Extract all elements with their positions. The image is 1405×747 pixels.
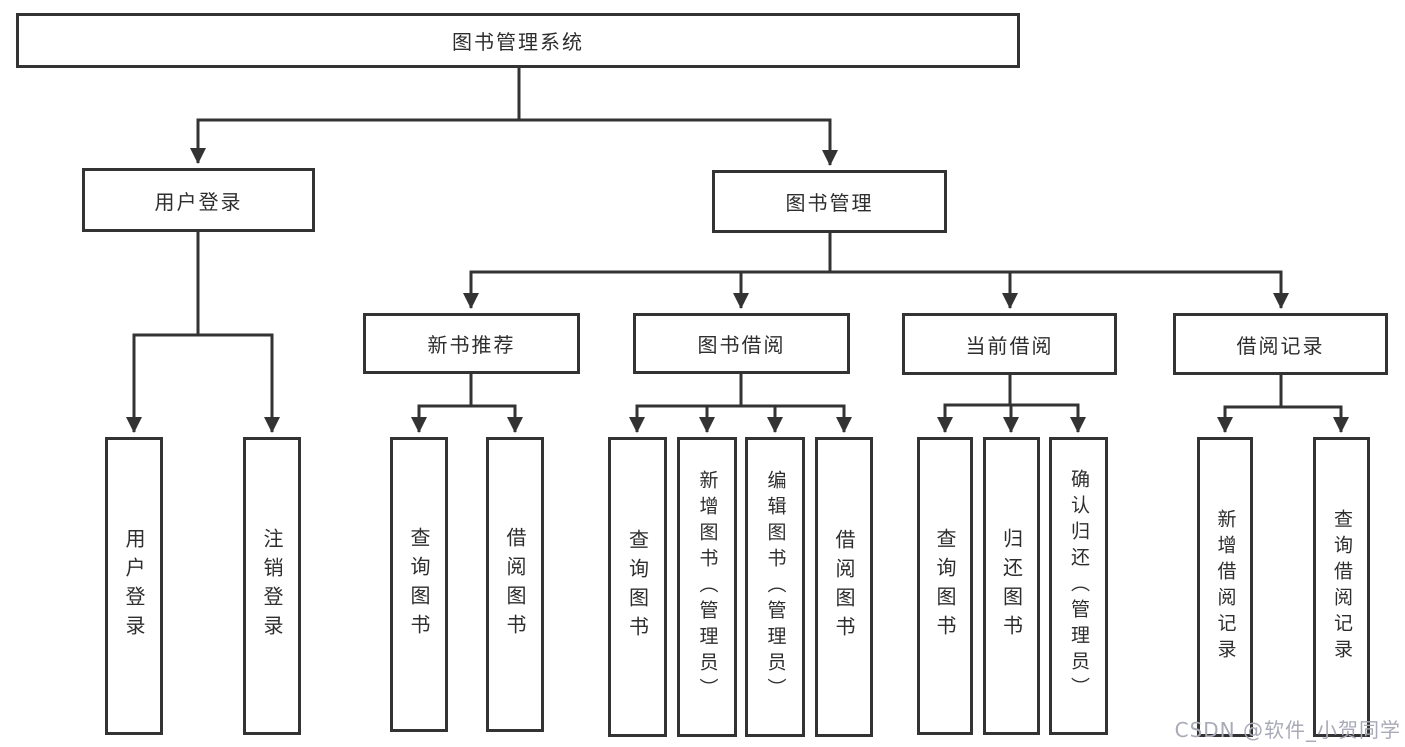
node-current-borrow: 当前借阅 xyxy=(902,313,1117,375)
leaf-bb-borrow-books-label: 借阅图书 xyxy=(832,529,856,645)
leaf-bb-add-books-admin: 新增图书（管理员） xyxy=(677,437,737,737)
leaf-br-query-record: 查询借阅记录 xyxy=(1313,437,1370,737)
leaf-br-query-record-label: 查询借阅记录 xyxy=(1331,509,1353,665)
leaf-bb-edit-books-admin: 编辑图书（管理员） xyxy=(745,437,805,737)
leaf-logout: 注销登录 xyxy=(243,437,301,735)
leaf-nb-query-books-label: 查询图书 xyxy=(407,526,431,643)
leaf-nb-borrow-books: 借阅图书 xyxy=(486,437,544,732)
leaf-nb-borrow-books-label: 借阅图书 xyxy=(503,526,527,643)
leaf-user-login-label: 用户登录 xyxy=(122,528,146,644)
node-book-borrow-label: 图书借阅 xyxy=(697,333,786,357)
node-root-label: 图书管理系统 xyxy=(452,30,584,54)
leaf-bb-add-books-admin-label: 新增图书（管理员） xyxy=(696,470,719,704)
leaf-cb-confirm-return-admin-label: 确认归还（管理员） xyxy=(1068,469,1090,703)
node-root: 图书管理系统 xyxy=(16,13,1020,68)
leaf-cb-return-books: 归还图书 xyxy=(983,437,1040,735)
leaf-br-add-record-label: 新增借阅记录 xyxy=(1214,509,1237,665)
node-book-management-label: 图书管理 xyxy=(785,191,874,215)
leaf-cb-confirm-return-admin: 确认归还（管理员） xyxy=(1049,437,1108,735)
node-user-login-branch-label: 用户登录 xyxy=(154,189,243,214)
leaf-bb-query-books-label: 查询图书 xyxy=(625,529,650,645)
leaf-cb-return-books-label: 归还图书 xyxy=(999,528,1024,644)
node-book-management: 图书管理 xyxy=(712,170,947,233)
leaf-cb-query-books-label: 查询图书 xyxy=(933,528,957,644)
node-borrow-records: 借阅记录 xyxy=(1173,313,1388,375)
node-new-book-recommend-label: 新书推荐 xyxy=(427,333,516,357)
node-current-borrow-label: 当前借阅 xyxy=(965,333,1054,358)
node-user-login-branch: 用户登录 xyxy=(82,168,315,232)
leaf-cb-query-books: 查询图书 xyxy=(917,437,973,735)
leaf-user-login: 用户登录 xyxy=(105,437,163,735)
csdn-watermark: CSDN @软件_小贺同学 xyxy=(1174,718,1401,742)
leaf-bb-edit-books-admin-label: 编辑图书（管理员） xyxy=(764,470,787,704)
leaf-bb-query-books: 查询图书 xyxy=(608,437,667,737)
leaf-nb-query-books: 查询图书 xyxy=(390,437,448,732)
node-borrow-records-label: 借阅记录 xyxy=(1236,333,1325,358)
leaf-bb-borrow-books: 借阅图书 xyxy=(815,437,873,737)
leaf-logout-label: 注销登录 xyxy=(260,528,284,644)
node-book-borrow: 图书借阅 xyxy=(633,313,850,374)
leaf-br-add-record: 新增借阅记录 xyxy=(1197,437,1253,737)
node-new-book-recommend: 新书推荐 xyxy=(363,313,580,374)
